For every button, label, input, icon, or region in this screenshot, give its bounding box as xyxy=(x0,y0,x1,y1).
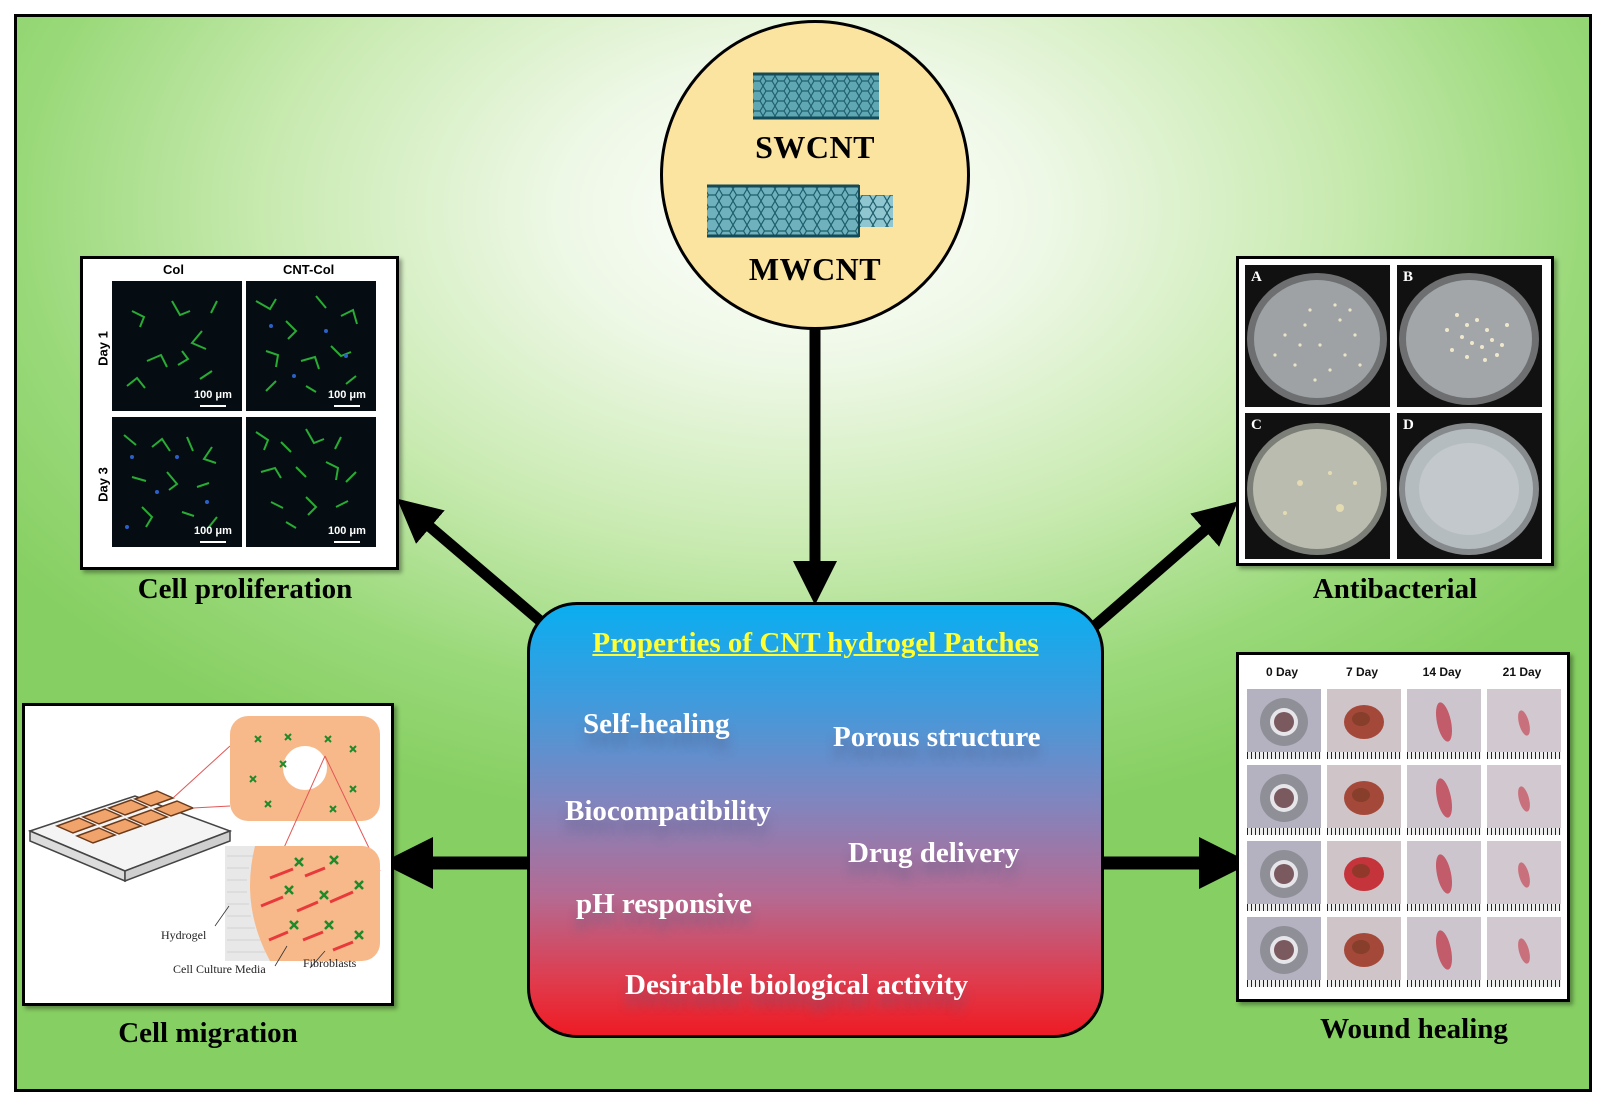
plate-label-c: C xyxy=(1251,417,1262,433)
cnt-types-circle: SWCNT MWCNT xyxy=(660,20,970,330)
wound-photo xyxy=(1487,689,1561,759)
arrow-to-cell-proliferation xyxy=(396,498,549,630)
wound-photo xyxy=(1327,917,1401,987)
wound-photo xyxy=(1247,841,1321,911)
mwcnt-label: MWCNT xyxy=(748,251,882,287)
arrow-to-antibacterial xyxy=(1086,501,1238,635)
scale-label: 100 μm xyxy=(194,525,232,537)
plate-label-a: A xyxy=(1251,269,1262,285)
wound-photo xyxy=(1247,917,1321,987)
mwcnt-tube-icon xyxy=(707,184,893,238)
label-fibroblasts: Fibroblasts xyxy=(303,956,357,970)
property-biological-activity: Desirable biological activity xyxy=(625,969,969,1001)
micrograph-cntcol-day3: 100 μm xyxy=(246,417,376,547)
scale-label: 100 μm xyxy=(194,389,232,401)
scale-label: 100 μm xyxy=(328,525,366,537)
day-label-7: 7 Day xyxy=(1345,665,1379,679)
row-label-day1: Day 1 xyxy=(95,331,111,366)
micrograph-col-day3: 100 μm xyxy=(112,417,242,547)
property-self-healing: Self-healing xyxy=(583,708,730,740)
wound-photo xyxy=(1327,841,1401,911)
plate-label-b: B xyxy=(1403,269,1414,285)
wound-photo xyxy=(1247,765,1321,835)
label-hydrogel: Hydrogel xyxy=(161,928,207,942)
wound-photo xyxy=(1327,765,1401,835)
cell-migration-panel: Hydrogel Cell Culture Media Fibroblasts xyxy=(22,703,394,1006)
day-label-14: 14 Day xyxy=(1422,665,1462,679)
micrograph-col-day1: 100 μm xyxy=(112,281,242,411)
wound-photo xyxy=(1327,689,1401,759)
properties-box: Properties of CNT hydrogel Patches Self-… xyxy=(527,602,1104,1038)
wound-photo xyxy=(1407,917,1481,987)
swcnt-label: SWCNT xyxy=(755,129,875,165)
wound-photo xyxy=(1247,689,1321,759)
day-label-0: 0 Day xyxy=(1265,665,1299,679)
caption-cell-proliferation: Cell proliferation xyxy=(137,573,353,605)
column-label-cnt-col: CNT-Col xyxy=(283,262,335,277)
wound-photo xyxy=(1487,917,1561,987)
caption-wound-healing: Wound healing xyxy=(1320,1013,1508,1045)
row-label-day3: Day 3 xyxy=(95,467,111,502)
cell-proliferation-panel: Col CNT-Col Day 1 Day 3 100 μm 100 μm 10… xyxy=(80,256,399,570)
plate-c: C xyxy=(1245,413,1390,559)
property-ph-responsive: pH responsive xyxy=(576,888,752,920)
wound-photo xyxy=(1407,689,1481,759)
property-porous-structure: Porous structure xyxy=(833,721,1041,753)
plate-d: D xyxy=(1397,413,1542,559)
wound-photo xyxy=(1407,765,1481,835)
properties-title: Properties of CNT hydrogel Patches xyxy=(592,627,1039,659)
wound-photo xyxy=(1487,765,1561,835)
caption-antibacterial: Antibacterial xyxy=(1312,573,1478,605)
column-label-col: Col xyxy=(163,262,184,277)
property-biocompatibility: Biocompatibility xyxy=(565,795,772,827)
property-drug-delivery: Drug delivery xyxy=(848,837,1020,869)
plate-label-d: D xyxy=(1403,417,1414,433)
plate-a: A xyxy=(1245,265,1390,407)
micrograph-cntcol-day1: 100 μm xyxy=(246,281,376,411)
day-label-21: 21 Day xyxy=(1502,665,1542,679)
label-cell-culture-media: Cell Culture Media xyxy=(173,962,266,976)
cell-migration-diagram xyxy=(27,716,381,969)
swcnt-tube-icon xyxy=(753,72,879,120)
antibacterial-panel: A B C D xyxy=(1236,256,1554,566)
scale-label: 100 μm xyxy=(328,389,366,401)
plate-b: B xyxy=(1397,265,1542,407)
caption-cell-migration: Cell migration xyxy=(118,1017,298,1049)
wound-healing-panel: 0 Day 7 Day 14 Day 21 Day xyxy=(1236,652,1570,1002)
wound-photo xyxy=(1407,841,1481,911)
wound-photo xyxy=(1487,841,1561,911)
